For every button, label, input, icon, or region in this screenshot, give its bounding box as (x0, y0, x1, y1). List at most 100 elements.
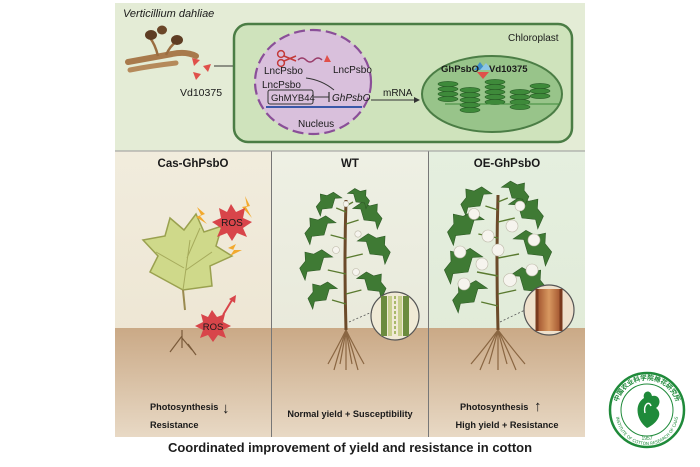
leaf-petiole (345, 253, 363, 259)
thylakoid-disc (529, 83, 551, 89)
thylakoid-disc (459, 97, 481, 103)
leaf-petiole (485, 205, 499, 211)
ros-burst-top (212, 204, 252, 241)
thylakoid-disc (529, 93, 551, 99)
rna-wave (297, 57, 323, 63)
oe-cotton-plant (443, 180, 553, 371)
panel-title-cas: Cas-GhPsbO (158, 158, 229, 170)
cotton-boll (475, 257, 489, 271)
cotton-leaf (299, 249, 334, 282)
cotton-leaf (460, 186, 493, 217)
thylakoid-disc (459, 102, 481, 108)
oe-arrow-up: ↑ (534, 398, 542, 415)
thylakoid-disc (484, 84, 506, 90)
leaf-petiole (331, 299, 347, 305)
plant-root (488, 329, 499, 365)
institute-logo: 中国农业科学院棉花研究所 INSTITUTE OF COTTON RESEARC… (608, 371, 686, 449)
oe-photosynthesis: Photosynthesis (460, 402, 528, 412)
cotton-leaf (304, 215, 337, 246)
psbo-protein-icon (474, 62, 492, 79)
cotton-leaf (356, 233, 391, 266)
thylakoid-disc (484, 94, 506, 100)
cotton-boll (342, 200, 350, 208)
cotton-leaf (512, 229, 553, 267)
cotton-boll (453, 245, 467, 259)
cas-arrow-down: ↓ (222, 400, 230, 417)
chloroplast-protein-label: GhPsbO (441, 64, 479, 75)
cotton-boll (491, 243, 505, 257)
lncpsbo-upper: LncPsbo (264, 66, 303, 77)
leaf-petiole (335, 207, 347, 213)
leaf-petiole (497, 253, 520, 259)
thylakoid-disc (509, 104, 531, 110)
nucleus-label: Nucleus (298, 119, 334, 130)
ros-bottom-label: ROS (203, 322, 224, 333)
leaf-petiole (476, 271, 499, 277)
effector-triangles (192, 58, 211, 80)
thylakoid-disc (484, 79, 506, 85)
ros-arrow (222, 299, 233, 316)
thylakoid-disc (437, 96, 459, 102)
cotton-boll (481, 229, 495, 243)
chloroplast-label: Chloroplast (508, 33, 559, 44)
cotton-boll (468, 208, 480, 220)
thylakoid-disc (484, 89, 506, 95)
plant-stem (495, 194, 500, 331)
thylakoid-disc (509, 89, 531, 95)
cotton-boll (514, 200, 526, 212)
leaf-petiole (330, 234, 347, 240)
cotton-leaf (307, 281, 339, 310)
lncpsbo-lower: LncPsbo (262, 80, 301, 91)
lightning-bolts (196, 196, 252, 256)
wt-cotton-plant (299, 188, 391, 371)
plant-stem (343, 199, 348, 331)
plant-root (479, 329, 499, 371)
cas-resistance: Resistance (150, 420, 199, 430)
thylakoid-disc (459, 92, 481, 98)
leaf-petiole (345, 289, 362, 295)
mrna-label: mRNA (383, 88, 413, 99)
plant-root (497, 329, 508, 365)
thylakoid-disc (459, 107, 481, 113)
thylakoid-disc (509, 94, 531, 100)
cotton-boll (527, 233, 541, 247)
leaf-petiole (481, 301, 499, 307)
wt-outcome: Normal yield + Susceptibility (287, 409, 413, 419)
cas-photosynthesis: Photosynthesis (150, 402, 218, 412)
cotton-boll (505, 219, 519, 233)
panel-title-wt: WT (341, 158, 359, 170)
plant-root (497, 329, 517, 371)
cotton-boll (525, 263, 539, 277)
leaf-petiole (497, 217, 515, 223)
plant-root (345, 329, 365, 365)
cotton-boll (332, 246, 340, 254)
thylakoid-stacks (437, 79, 560, 113)
logo-year: 1957 (641, 436, 652, 442)
cotton-boll (352, 268, 360, 276)
leaf-petiole (497, 197, 509, 203)
plant-root (497, 329, 526, 365)
red-triangle-in-nucleus (324, 55, 331, 62)
tf-box (267, 89, 314, 105)
wt-stem-zoom (348, 291, 420, 341)
yellowed-leaf (141, 212, 234, 311)
thylakoid-disc (459, 87, 481, 93)
oe-stem-zoom (499, 284, 575, 336)
thylakoid-disc (437, 81, 459, 87)
small-root (169, 330, 197, 356)
soil-band (115, 328, 585, 437)
pathogen-name: Verticillium dahliae (123, 8, 214, 20)
cotton-leaf (346, 188, 370, 210)
oe-outcome: High yield + Resistance (456, 420, 559, 430)
lncpsbo-right: LncPsbo (333, 65, 372, 76)
tf-label: GhMYB44 (271, 93, 315, 104)
plant-root (470, 329, 499, 365)
cotton-leaf (315, 191, 343, 217)
gene-label: GhPsbO (332, 93, 371, 104)
thylakoid-disc (437, 91, 459, 97)
thylakoid-disc (437, 86, 459, 92)
effector-label: Vd10375 (180, 87, 222, 99)
cotton-leaf (447, 211, 485, 247)
